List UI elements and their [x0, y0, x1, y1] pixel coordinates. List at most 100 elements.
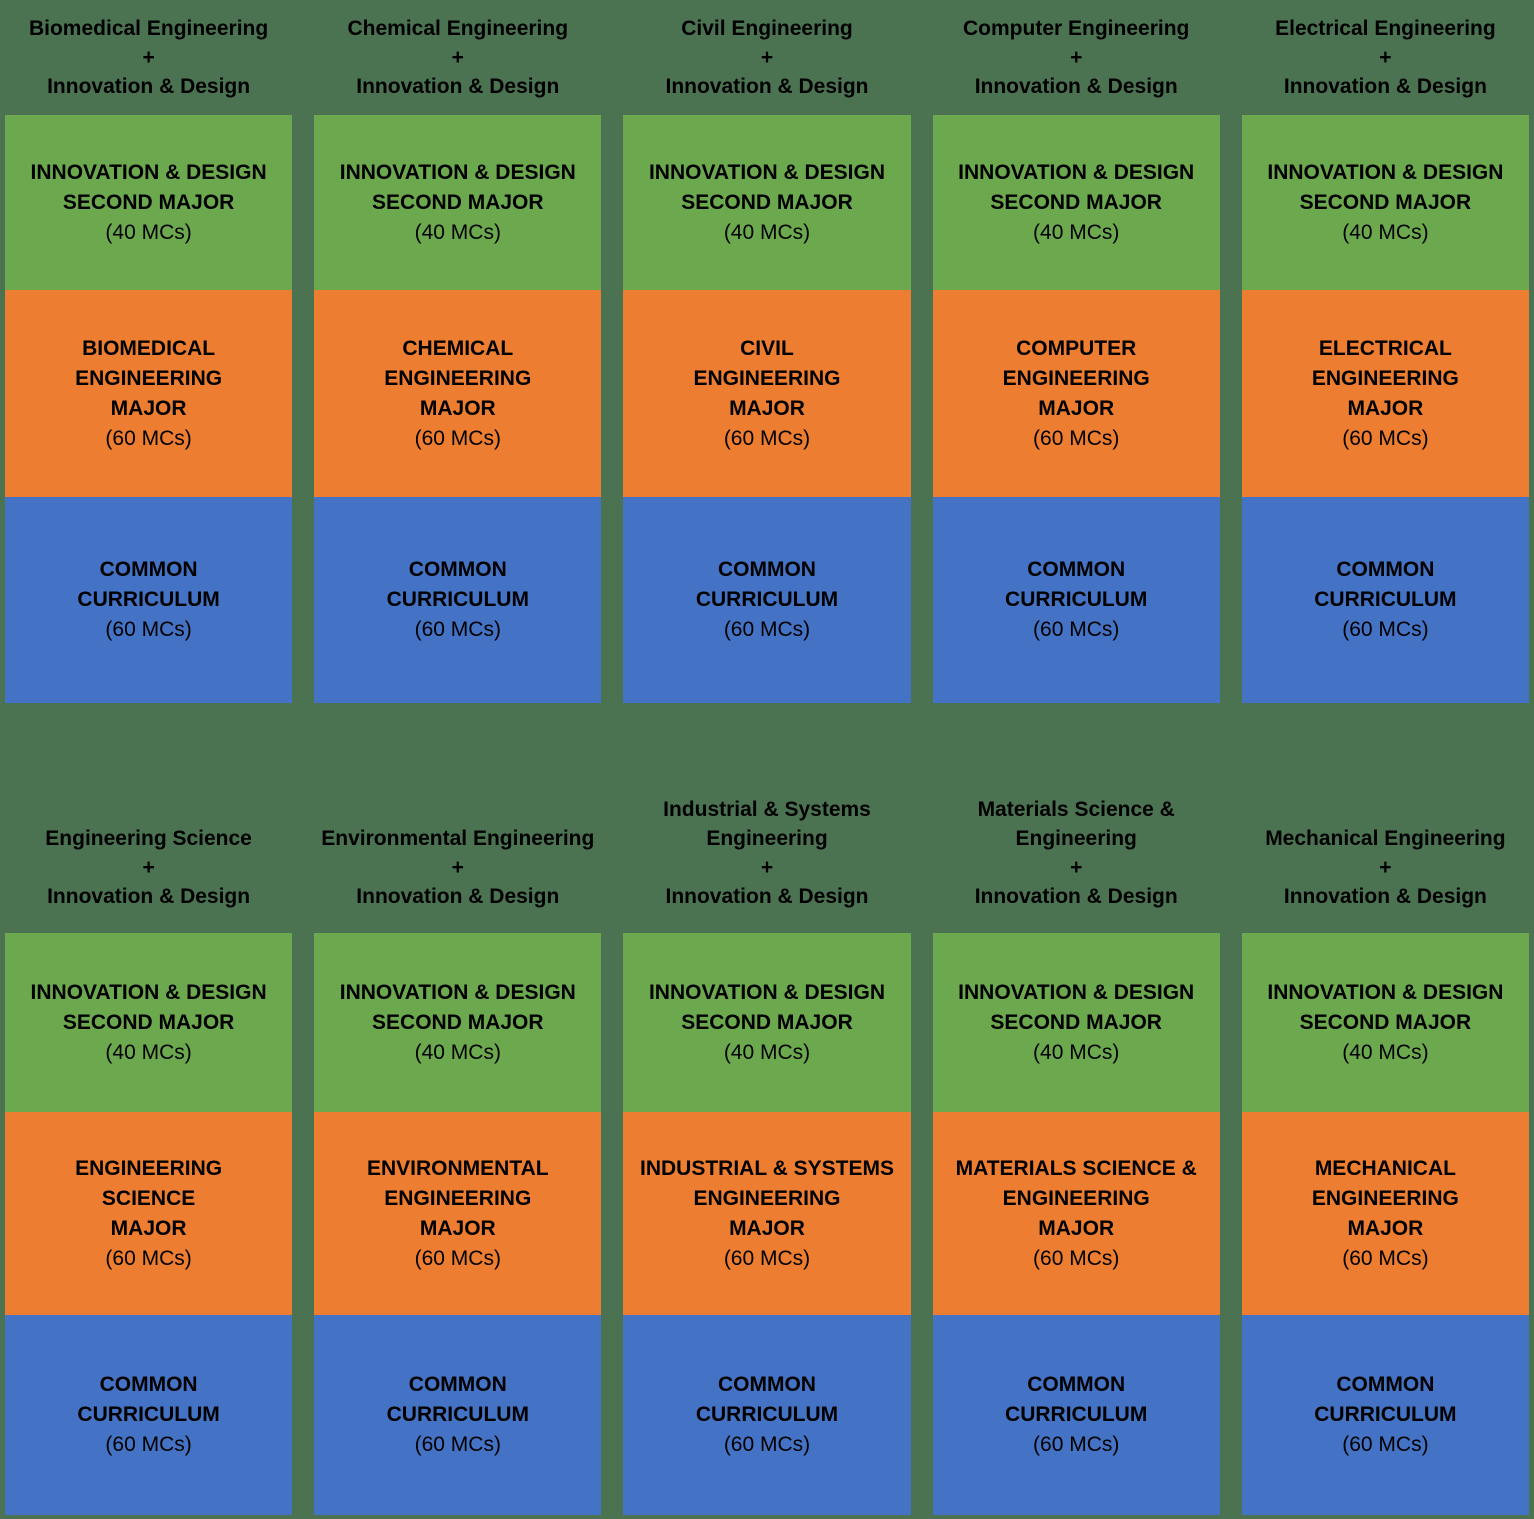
- major-block: MECHANICAL ENGINEERING MAJOR (60 MCs): [1241, 1112, 1529, 1315]
- second-major-credits: (40 MCs): [105, 1040, 192, 1064]
- common-curriculum-label: COMMON CURRICULUM: [77, 558, 220, 611]
- program-title-area: Biomedical Engineering + Innovation & De…: [5, 0, 292, 115]
- second-major-label: INNOVATION & DESIGN SECOND MAJOR: [958, 160, 1195, 214]
- program-column-materials-science: Materials Science & Engineering + Innova…: [932, 703, 1220, 1515]
- common-curriculum-label: COMMON CURRICULUM: [1314, 1373, 1457, 1426]
- major-label: CIVIL ENGINEERING MAJOR: [693, 336, 841, 420]
- common-curriculum-block: COMMON CURRICULUM (60 MCs): [314, 497, 602, 703]
- major-credits: (60 MCs): [105, 1246, 192, 1270]
- common-curriculum-block: COMMON CURRICULUM (60 MCs): [5, 497, 293, 703]
- program-title-area: Computer Engineering + Innovation & Desi…: [933, 0, 1220, 115]
- second-major-block: INNOVATION & DESIGN SECOND MAJOR (40 MCs…: [314, 115, 602, 290]
- common-curriculum-label: COMMON CURRICULUM: [386, 1373, 529, 1426]
- major-block: ELECTRICAL ENGINEERING MAJOR (60 MCs): [1241, 290, 1529, 497]
- program-column-computer: Computer Engineering + Innovation & Desi…: [932, 0, 1220, 703]
- common-curriculum-label: COMMON CURRICULUM: [386, 558, 529, 611]
- program-title: Environmental Engineering + Innovation &…: [321, 827, 595, 908]
- program-title: Engineering Science + Innovation & Desig…: [45, 827, 252, 908]
- second-major-block: INNOVATION & DESIGN SECOND MAJOR (40 MCs…: [1241, 115, 1529, 290]
- second-major-credits: (40 MCs): [1033, 1040, 1120, 1064]
- program-column-chemical: Chemical Engineering + Innovation & Desi…: [314, 0, 602, 703]
- program-title-area: Civil Engineering + Innovation & Design: [623, 0, 910, 115]
- second-major-label: INNOVATION & DESIGN SECOND MAJOR: [339, 160, 576, 214]
- common-curriculum-label: COMMON CURRICULUM: [695, 558, 839, 611]
- common-curriculum-label: COMMON CURRICULUM: [1005, 558, 1148, 611]
- second-major-block: INNOVATION & DESIGN SECOND MAJOR (40 MCs…: [932, 933, 1220, 1112]
- major-label: MECHANICAL ENGINEERING MAJOR: [1311, 1156, 1459, 1240]
- major-label: CHEMICAL ENGINEERING MAJOR: [384, 336, 532, 420]
- major-label: INDUSTRIAL & SYSTEMS ENGINEERING MAJOR: [640, 1156, 894, 1240]
- major-label: ENVIRONMENTAL ENGINEERING MAJOR: [366, 1156, 549, 1240]
- major-credits: (60 MCs): [1033, 426, 1120, 450]
- program-column-electrical: Electrical Engineering + Innovation & De…: [1241, 0, 1529, 703]
- common-curriculum-block: COMMON CURRICULUM (60 MCs): [623, 497, 911, 703]
- program-grid-row-2: Engineering Science + Innovation & Desig…: [0, 703, 1534, 1515]
- program-grid-row-1: Biomedical Engineering + Innovation & De…: [0, 0, 1534, 703]
- second-major-credits: (40 MCs): [1033, 220, 1120, 244]
- second-major-label: INNOVATION & DESIGN SECOND MAJOR: [30, 160, 267, 214]
- common-curriculum-block: COMMON CURRICULUM (60 MCs): [623, 1315, 911, 1515]
- program-title-area: Engineering Science + Innovation & Desig…: [5, 703, 292, 933]
- second-major-label: INNOVATION & DESIGN SECOND MAJOR: [958, 980, 1195, 1034]
- program-column-environmental: Environmental Engineering + Innovation &…: [314, 703, 602, 1515]
- second-major-credits: (40 MCs): [414, 1040, 501, 1064]
- major-block: INDUSTRIAL & SYSTEMS ENGINEERING MAJOR (…: [623, 1112, 911, 1315]
- major-credits: (60 MCs): [1342, 1246, 1429, 1270]
- program-title: Industrial & Systems Engineering + Innov…: [663, 798, 871, 908]
- program-column-industrial-systems: Industrial & Systems Engineering + Innov…: [623, 703, 911, 1515]
- major-credits: (60 MCs): [1033, 1246, 1120, 1270]
- common-curriculum-credits: (60 MCs): [414, 1433, 501, 1456]
- program-title-area: Industrial & Systems Engineering + Innov…: [623, 703, 910, 933]
- second-major-label: INNOVATION & DESIGN SECOND MAJOR: [1267, 160, 1504, 214]
- program-title: Mechanical Engineering + Innovation & De…: [1265, 827, 1506, 908]
- program-title-area: Mechanical Engineering + Innovation & De…: [1242, 703, 1529, 933]
- major-credits: (60 MCs): [723, 426, 811, 450]
- program-column-engineering-science: Engineering Science + Innovation & Desig…: [5, 703, 293, 1515]
- major-block: ENVIRONMENTAL ENGINEERING MAJOR (60 MCs): [314, 1112, 602, 1315]
- common-curriculum-credits: (60 MCs): [1342, 618, 1429, 641]
- second-major-credits: (40 MCs): [1342, 1040, 1429, 1064]
- program-title: Chemical Engineering + Innovation & Desi…: [347, 17, 569, 98]
- program-title: Computer Engineering + Innovation & Desi…: [963, 17, 1190, 98]
- common-curriculum-credits: (60 MCs): [1342, 1433, 1429, 1456]
- second-major-label: INNOVATION & DESIGN SECOND MAJOR: [339, 980, 576, 1034]
- common-curriculum-credits: (60 MCs): [414, 618, 501, 641]
- second-major-credits: (40 MCs): [723, 1040, 811, 1064]
- second-major-block: INNOVATION & DESIGN SECOND MAJOR (40 MCs…: [623, 115, 911, 290]
- program-title: Materials Science & Engineering + Innova…: [974, 798, 1178, 908]
- second-major-credits: (40 MCs): [1342, 220, 1429, 244]
- second-major-label: INNOVATION & DESIGN SECOND MAJOR: [648, 160, 886, 214]
- second-major-label: INNOVATION & DESIGN SECOND MAJOR: [30, 980, 267, 1034]
- second-major-block: INNOVATION & DESIGN SECOND MAJOR (40 MCs…: [1241, 933, 1529, 1112]
- major-credits: (60 MCs): [414, 1246, 501, 1270]
- second-major-block: INNOVATION & DESIGN SECOND MAJOR (40 MCs…: [623, 933, 911, 1112]
- common-curriculum-credits: (60 MCs): [723, 1433, 811, 1456]
- major-block: MATERIALS SCIENCE & ENGINEERING MAJOR (6…: [932, 1112, 1220, 1315]
- program-column-biomedical: Biomedical Engineering + Innovation & De…: [5, 0, 293, 703]
- major-block: CHEMICAL ENGINEERING MAJOR (60 MCs): [314, 290, 602, 497]
- common-curriculum-block: COMMON CURRICULUM (60 MCs): [932, 497, 1220, 703]
- major-label: ENGINEERING SCIENCE MAJOR: [75, 1156, 223, 1240]
- common-curriculum-credits: (60 MCs): [723, 618, 811, 641]
- common-curriculum-label: COMMON CURRICULUM: [1314, 558, 1457, 611]
- program-title-area: Electrical Engineering + Innovation & De…: [1242, 0, 1529, 115]
- program-title: Electrical Engineering + Innovation & De…: [1275, 17, 1496, 98]
- common-curriculum-credits: (60 MCs): [105, 1433, 192, 1456]
- common-curriculum-block: COMMON CURRICULUM (60 MCs): [314, 1315, 602, 1515]
- common-curriculum-credits: (60 MCs): [1033, 618, 1120, 641]
- second-major-block: INNOVATION & DESIGN SECOND MAJOR (40 MCs…: [932, 115, 1220, 290]
- major-label: MATERIALS SCIENCE & ENGINEERING MAJOR: [955, 1156, 1197, 1240]
- second-major-label: INNOVATION & DESIGN SECOND MAJOR: [648, 980, 886, 1034]
- second-major-credits: (40 MCs): [105, 220, 192, 244]
- major-block: ENGINEERING SCIENCE MAJOR (60 MCs): [5, 1112, 293, 1315]
- second-major-credits: (40 MCs): [414, 220, 501, 244]
- major-credits: (60 MCs): [105, 426, 192, 450]
- program-title-area: Materials Science & Engineering + Innova…: [933, 703, 1220, 933]
- common-curriculum-label: COMMON CURRICULUM: [695, 1373, 839, 1426]
- major-label: COMPUTER ENGINEERING MAJOR: [1002, 336, 1150, 420]
- major-label: BIOMEDICAL ENGINEERING MAJOR: [75, 336, 223, 420]
- common-curriculum-credits: (60 MCs): [1033, 1433, 1120, 1456]
- major-label: ELECTRICAL ENGINEERING MAJOR: [1311, 336, 1459, 420]
- major-block: COMPUTER ENGINEERING MAJOR (60 MCs): [932, 290, 1220, 497]
- common-curriculum-block: COMMON CURRICULUM (60 MCs): [5, 1315, 293, 1515]
